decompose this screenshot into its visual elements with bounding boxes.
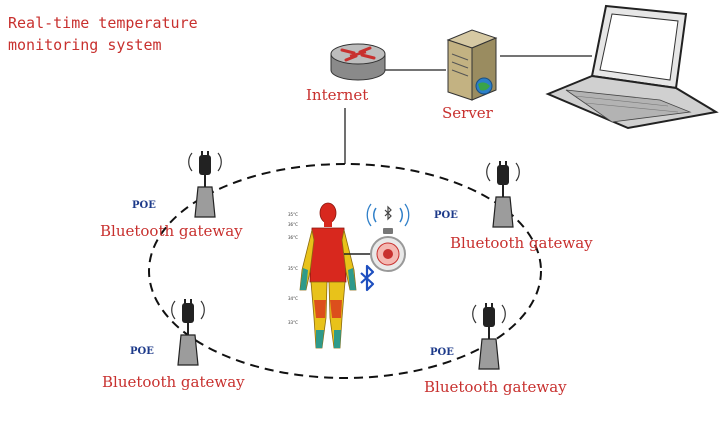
bluetooth-icon [360, 264, 375, 292]
gateway-antenna-icon [472, 303, 506, 370]
server-icon [446, 29, 498, 101]
gateway-label: Bluetooth gateway [102, 373, 245, 391]
diagram-title: Real-time temperature monitoring system [8, 12, 198, 56]
body-temp-label: 35°C [288, 212, 298, 217]
bluetooth-coverage-ring [148, 163, 542, 379]
body-temp-label: 33°C [288, 320, 298, 325]
body-temp-label: 36°C [288, 222, 298, 227]
diagram-title-line-2: monitoring system [8, 36, 162, 54]
poe-label: POE [130, 346, 154, 357]
human-body-thermal-icon [299, 202, 372, 349]
body-temp-label: 36°C [288, 235, 298, 240]
laptop-icon [545, 4, 719, 130]
poe-label: POE [132, 200, 156, 211]
temperature-sensor-icon [366, 203, 410, 272]
gateway-antenna-icon [486, 161, 520, 228]
gateway-label: Bluetooth gateway [450, 234, 593, 252]
gateway-antenna-icon [171, 299, 205, 366]
poe-label: POE [434, 210, 458, 221]
router-icon [330, 43, 386, 81]
gateway-label: Bluetooth gateway [100, 222, 243, 240]
server-label: Server [442, 104, 493, 122]
body-temp-label: 35°C [288, 266, 298, 271]
gateway-label: Bluetooth gateway [424, 378, 567, 396]
gateway-antenna-icon [188, 151, 222, 218]
body-temp-label: 34°C [288, 296, 298, 301]
network-links [344, 55, 592, 164]
poe-label: POE [430, 347, 454, 358]
diagram-title-line-1: Real-time temperature [8, 14, 198, 32]
internet-label: Internet [306, 86, 369, 104]
